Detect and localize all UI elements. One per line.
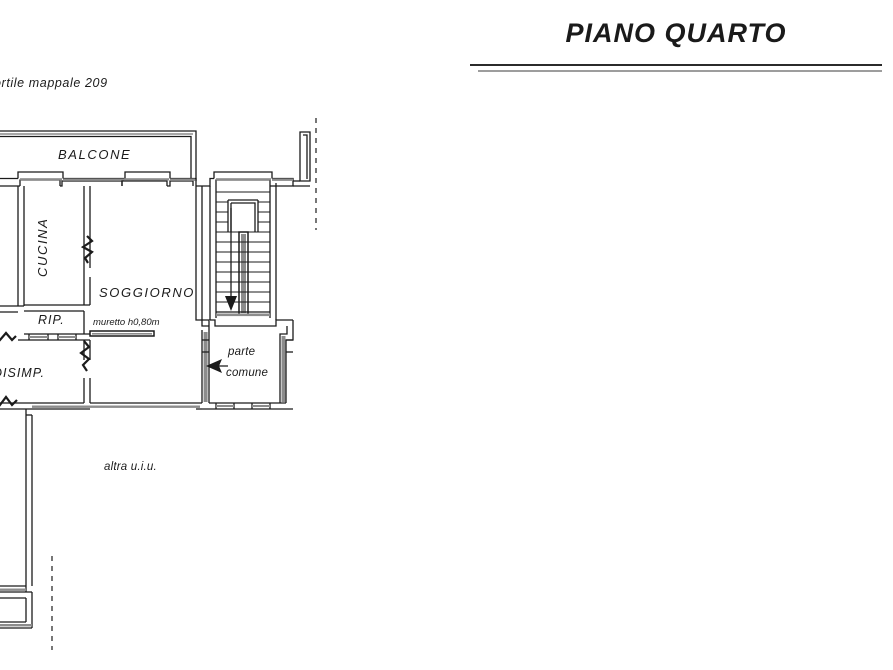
title-underline-primary: [470, 64, 882, 66]
stair-down-arrow-icon: [225, 296, 237, 311]
label-balcone: BALCONE: [58, 147, 132, 162]
staircase: [209, 186, 277, 320]
top-exterior-wall: [0, 171, 294, 187]
apartment-interior-walls: [0, 186, 94, 403]
title-underline-secondary: [478, 70, 882, 72]
title-block: PIANO QUARTO: [470, 18, 882, 72]
page-title: PIANO QUARTO: [565, 18, 787, 48]
balcone-outline: [0, 130, 197, 181]
floor-plan-svg: .w { fill:#ffffff; stroke:#1b1b1b; strok…: [0, 118, 317, 650]
label-comune: comune: [226, 367, 269, 379]
label-disimpegno: DISIMP.: [0, 366, 45, 380]
label-parte: parte: [228, 346, 256, 358]
label-cucina: CUCINA: [35, 217, 50, 277]
floor-plan-drawing: .w { fill:#ffffff; stroke:#1b1b1b; strok…: [0, 118, 317, 650]
label-soggiorno: SOGGIORNO: [99, 285, 196, 300]
wall-break-symbol-left-lower: [0, 395, 18, 407]
wall-break-symbol-disimp: [79, 340, 91, 372]
label-ripostiglio: RIP.: [38, 313, 65, 327]
parte-comune-landing: [202, 319, 294, 410]
muretto-low-wall: [89, 330, 155, 337]
wall-break-symbol-cucina: [80, 235, 94, 264]
wall-break-symbol-left-upper: [0, 331, 17, 342]
disimpegno-lower-walls: [0, 395, 202, 410]
parte-comune-arrow-icon: [206, 359, 228, 373]
label-cortile-mappale: ortile mappale 209: [0, 76, 108, 90]
altra-uiu-outline: [0, 405, 202, 629]
label-altra-uiu: altra u.i.u.: [104, 461, 157, 473]
landing-right-details: [286, 339, 293, 353]
label-muretto-height: muretto h0,80m: [93, 317, 160, 328]
soggiorno-walls: [195, 186, 210, 403]
right-exterior-stub: [293, 131, 311, 187]
